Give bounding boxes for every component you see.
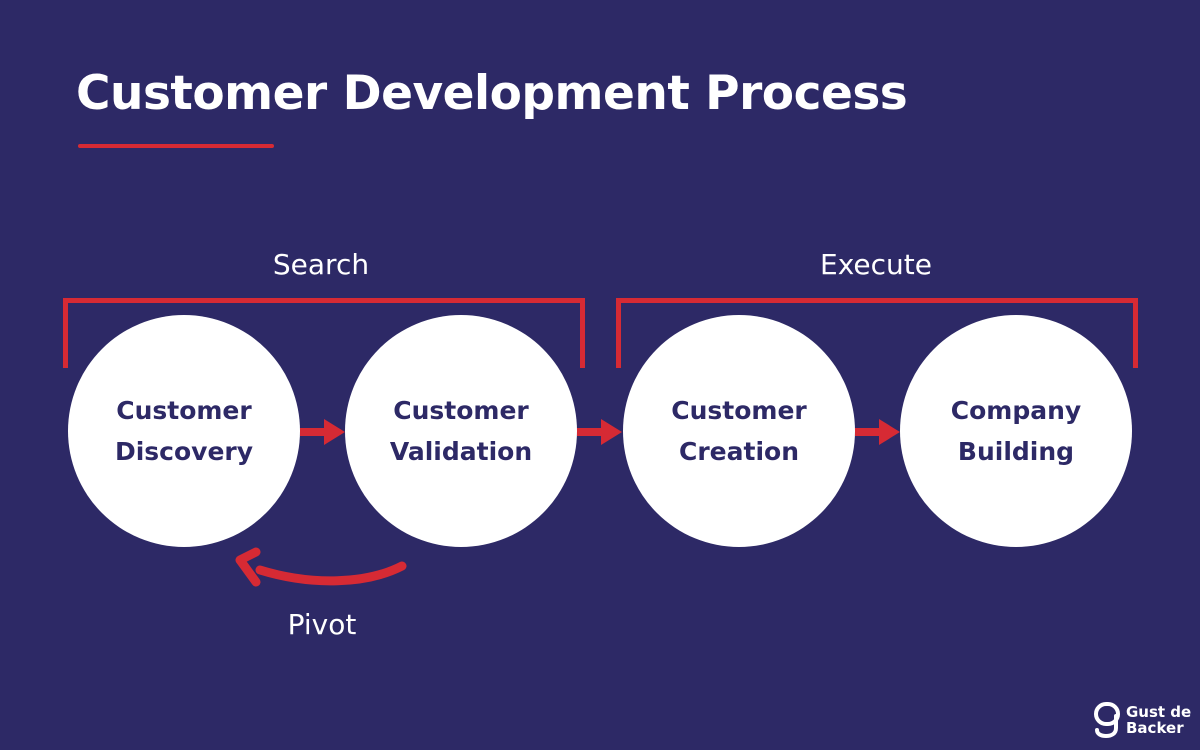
- step-customer-validation: Customer Validation: [345, 315, 577, 547]
- step-label-line1: Company: [950, 396, 1082, 425]
- step-label-line2: Building: [957, 437, 1075, 466]
- logo-text-line1: Gust de: [1126, 703, 1192, 721]
- step-label-line2: Validation: [389, 437, 533, 466]
- step-company-building: Company Building: [900, 315, 1132, 547]
- pivot-label: Pivot: [287, 608, 357, 641]
- step-label-line1: Customer: [116, 396, 252, 425]
- page-title: Customer Development Process: [76, 66, 908, 121]
- title-underline: [78, 144, 274, 148]
- pivot-curved-arrow-icon: [235, 547, 407, 587]
- step-label-line1: Customer: [671, 396, 807, 425]
- search-bracket: [63, 298, 585, 368]
- arrow-right-icon: [855, 419, 900, 445]
- arrow-right-icon: [300, 419, 345, 445]
- step-customer-discovery: Customer Discovery: [68, 315, 300, 547]
- step-label-line2: Discovery: [114, 437, 254, 466]
- group-label-execute: Execute: [820, 248, 932, 281]
- step-customer-creation: Customer Creation: [623, 315, 855, 547]
- group-label-search: Search: [272, 248, 370, 281]
- arrow-right-icon: [577, 419, 622, 445]
- step-label-line2: Creation: [679, 437, 799, 466]
- execute-bracket: [616, 298, 1138, 368]
- step-label-line1: Customer: [393, 396, 529, 425]
- logo-text-line2: Backer: [1126, 719, 1184, 737]
- brand-logo: Gust de Backer: [1094, 702, 1191, 738]
- g-logo-icon: [1094, 702, 1120, 738]
